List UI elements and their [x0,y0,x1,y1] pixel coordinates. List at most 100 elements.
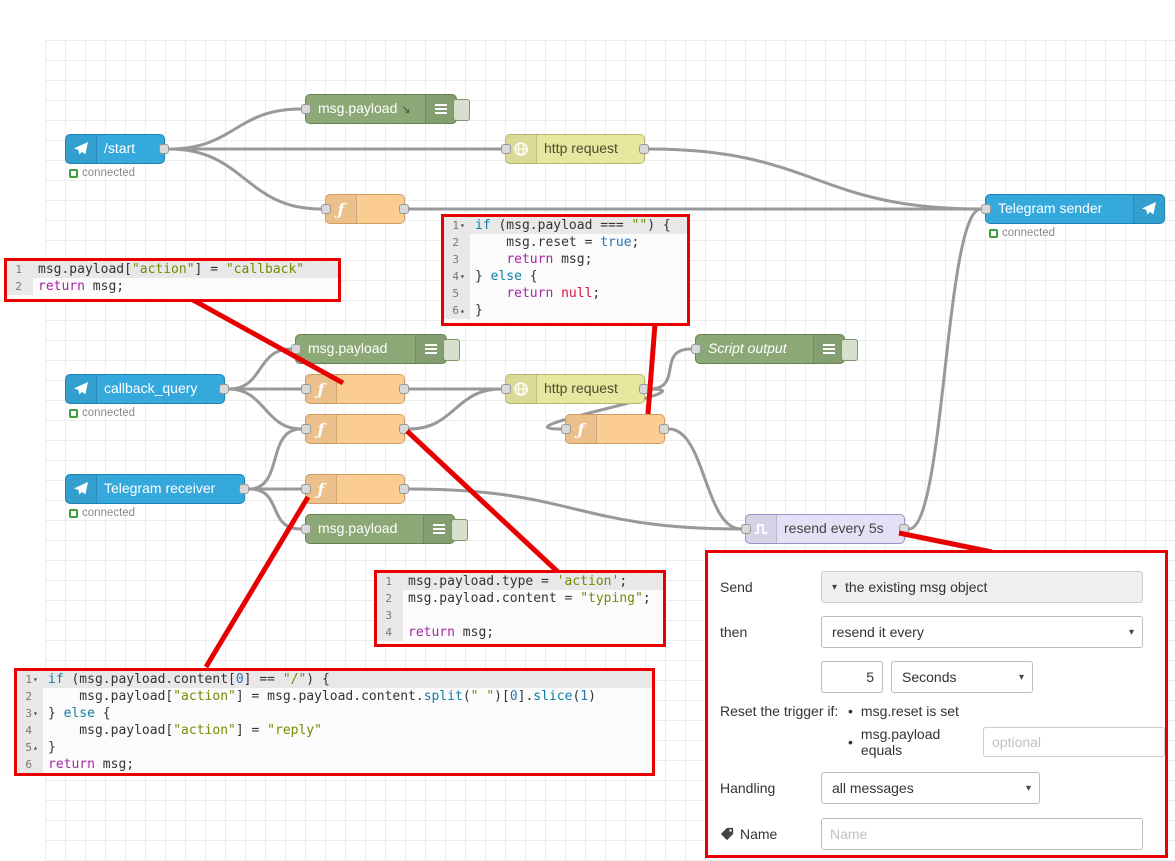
input-port[interactable] [981,204,991,214]
telegram-icon [1133,195,1164,223]
node-label: msg.payload↘ [318,100,411,116]
line-number: 5▴ [17,739,43,756]
line-number: 6 [17,756,43,773]
input-port[interactable] [501,384,511,394]
output-port[interactable] [899,524,909,534]
line-number: 3▾ [17,705,43,722]
output-port[interactable] [399,384,409,394]
debug-target-icon: ↘ [401,104,411,116]
debug-list-icon [425,95,456,123]
node-telegram-receiver[interactable]: Telegram receiver [65,474,249,504]
debug-toggle-button[interactable] [841,339,858,361]
handling-select-value: all messages [832,780,914,796]
output-port[interactable] [399,484,409,494]
node-trigger-resend[interactable]: resend every 5s [741,514,909,544]
node-telegram-sender[interactable]: Telegram sender [981,194,1165,224]
then-select[interactable]: resend it every ▾ [821,616,1143,648]
output-port[interactable] [399,204,409,214]
name-label-wrap: Name [720,826,821,842]
output-port[interactable] [159,144,169,154]
chevron-down-icon: ▾ [832,581,838,593]
reset-conditions: • msg.reset is set • msg.payload equals [848,703,1165,765]
input-port[interactable] [321,204,331,214]
node-debug-payload-top[interactable]: msg.payload↘ [301,94,470,124]
input-port[interactable] [291,344,301,354]
bullet-icon: • [848,734,853,750]
reset-condition-text: msg.payload equals [860,726,941,758]
node-label: callback_query [104,380,198,396]
node-label: resend every 5s [784,520,884,536]
telegram-icon [66,135,97,163]
node-callback-query[interactable]: callback_query [65,374,229,404]
reset-payload-input[interactable] [983,727,1165,757]
telegram-icon [66,375,97,403]
output-port[interactable] [639,384,649,394]
globe-icon [506,375,537,403]
output-port[interactable] [639,144,649,154]
input-port[interactable] [301,104,311,114]
tag-icon [720,827,734,841]
node-debug-script-output[interactable]: Script output [691,334,858,364]
node-function-start[interactable]: ƒ [321,194,409,224]
node-label: Telegram sender [998,200,1103,216]
chevron-down-icon: ▾ [1128,626,1134,638]
duration-input[interactable] [821,661,883,693]
globe-icon [506,135,537,163]
send-dropdown[interactable]: ▾ the existing msg object [821,571,1143,603]
debug-toggle-button[interactable] [451,519,468,541]
handling-label: Handling [720,780,776,796]
node-label: msg.payload [308,340,388,356]
input-port[interactable] [741,524,751,534]
trigger-config-panel: Send ▾ the existing msg object then rese… [705,550,1168,858]
line-number: 2 [7,278,33,295]
fold-up-icon: ▴ [33,743,38,752]
telegram-icon [66,475,97,503]
input-port[interactable] [501,144,511,154]
input-port[interactable] [561,424,571,434]
duration-unit-select[interactable]: Seconds ▾ [891,661,1033,693]
function-icon: ƒ [306,415,337,443]
debug-toggle-button[interactable] [453,99,470,121]
reset-condition-text: msg.reset is set [860,703,959,719]
output-port[interactable] [399,424,409,434]
node-label: http request [544,380,618,396]
name-input[interactable] [821,818,1143,850]
node-http-request-mid[interactable]: http request [501,374,649,404]
handling-select[interactable]: all messages ▾ [821,772,1040,804]
node-http-request-top[interactable]: http request [501,134,649,164]
node-start[interactable]: /start [65,134,169,164]
input-port[interactable] [301,524,311,534]
node-label: Telegram receiver [104,480,216,496]
reset-condition-item: • msg.payload equals [848,726,1165,758]
name-label: Name [740,826,778,842]
line-number: 1 [7,261,33,278]
reset-condition-item: • msg.reset is set [848,703,1165,719]
output-port[interactable] [239,484,249,494]
line-number: 1▾ [17,671,43,688]
output-port[interactable] [219,384,229,394]
function-icon: ƒ [306,475,337,503]
node-label: http request [544,140,618,156]
input-port[interactable] [691,344,701,354]
output-port[interactable] [659,424,669,434]
debug-toggle-button[interactable] [443,339,460,361]
duration-unit-value: Seconds [902,669,957,685]
bullet-icon: • [848,703,853,719]
node-function-callback[interactable]: ƒ [301,374,409,404]
chevron-down-icon: ▾ [1025,782,1031,794]
node-function-typing[interactable]: ƒ [301,414,409,444]
debug-list-icon [415,335,446,363]
input-port[interactable] [301,384,311,394]
send-label: Send [720,579,753,595]
node-label: /start [104,140,136,156]
trigger-icon [746,515,777,543]
input-port[interactable] [301,424,311,434]
debug-list-icon [813,335,844,363]
input-port[interactable] [301,484,311,494]
node-function-parse[interactable]: ƒ [301,474,409,504]
node-debug-payload-mid[interactable]: msg.payload [291,334,460,364]
node-debug-payload-bottom[interactable]: msg.payload [301,514,468,544]
then-select-value: resend it every [832,624,924,640]
node-function-reset[interactable]: ƒ [561,414,669,444]
